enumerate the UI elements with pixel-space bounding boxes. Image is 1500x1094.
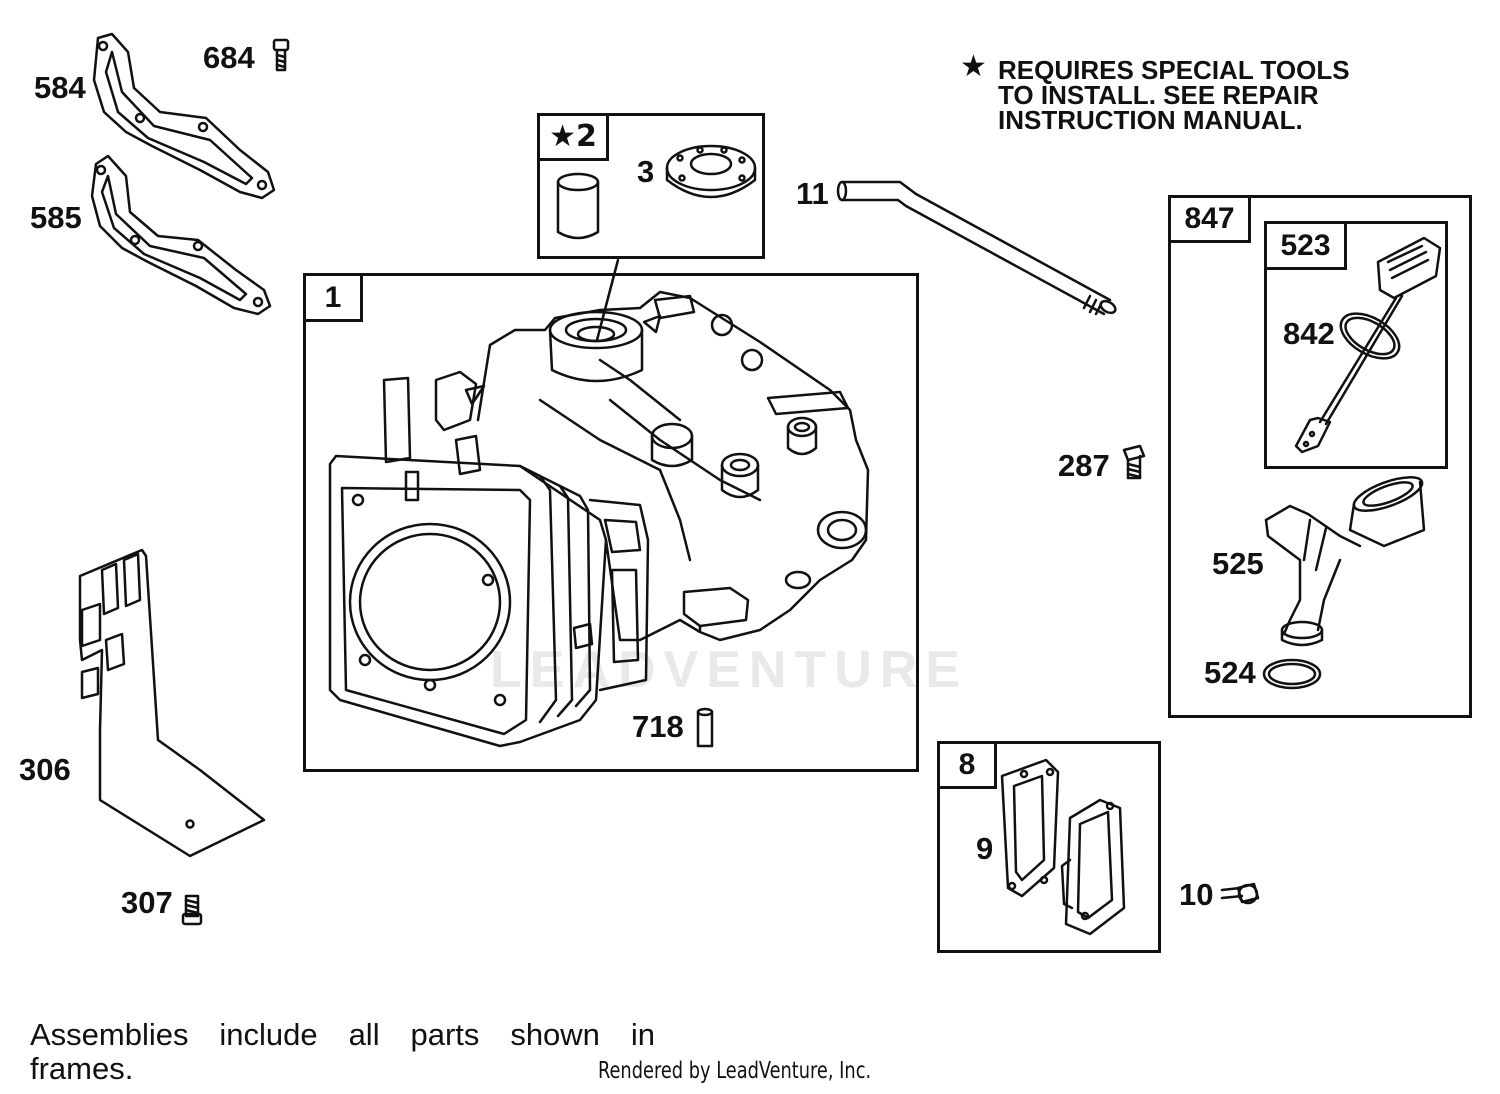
cylinder-block-drawing [330,292,868,746]
cover-8-drawing [1062,800,1124,934]
star-icon: ★ [960,49,987,84]
frame-8 [937,741,1161,953]
footnote-word: all [348,1017,380,1052]
frame-8-tag: 8 [937,741,997,789]
footnote-word: Assemblies [30,1017,189,1052]
gasket-9-drawing [1002,760,1058,896]
footnote-line-2: frames. [30,1051,134,1086]
rendered-by-credit: Rendered by LeadVenture, Inc. [598,1058,872,1084]
note-line-2: TO INSTALL. SEE REPAIR [998,80,1319,110]
label-525: 525 [1212,546,1264,581]
gasket-585-drawing [92,156,270,314]
footnote-word: include [219,1017,318,1052]
oring-524-drawing [1264,660,1320,688]
label-585: 585 [30,200,82,235]
label-287: 287 [1058,448,1110,483]
footnote-word: parts [410,1017,480,1052]
screw-307-drawing [183,896,201,924]
frame-523 [1264,221,1448,469]
screw-10-drawing [1222,884,1258,903]
note-line-1: REQUIRES SPECIAL TOOLS [998,55,1350,85]
oil-fill-tube-525-drawing [1266,470,1426,645]
bracket-306-drawing [80,550,264,856]
oring-842-drawing [1333,304,1406,367]
label-307: 307 [121,885,173,920]
label-684: 684 [203,40,255,75]
footnote-word: in [630,1017,655,1052]
watermark: LEADVENTURE [490,641,969,699]
label-3: 3 [637,154,655,189]
label-584: 584 [34,70,86,105]
dipstick-523-drawing [1296,238,1440,452]
note-line-3: INSTRUCTION MANUAL. [998,105,1303,135]
label-11: 11 [796,176,829,211]
gasket-584-drawing [94,34,274,198]
frame-847 [1168,195,1472,718]
bushing-drawing [558,174,598,238]
assemblies-footnote: Assemblies include all parts shown in fr… [30,1018,670,1086]
label-10: 10 [1179,877,1214,912]
frame-847-tag: 847 [1168,195,1251,243]
frame-1-tag: 1 [303,273,363,322]
frame-1 [303,273,919,772]
label-842: 842 [1283,316,1335,351]
frame-523-tag: 523 [1264,221,1347,270]
dowel-718-drawing [698,709,712,746]
frame-2 [537,113,765,259]
footnote-word: shown [510,1017,600,1052]
frame-2-tag: ★2 [537,113,609,161]
special-tools-note: REQUIRES SPECIAL TOOLS TO INSTALL. SEE R… [998,55,1350,135]
label-306: 306 [19,752,71,787]
label-718: 718 [632,709,684,744]
label-524: 524 [1204,655,1256,690]
label-9: 9 [976,831,994,866]
screw-684-drawing [274,40,288,70]
tube-11-drawing [838,182,1117,315]
seal-3-drawing [667,146,755,197]
screw-287-drawing [1124,446,1144,478]
